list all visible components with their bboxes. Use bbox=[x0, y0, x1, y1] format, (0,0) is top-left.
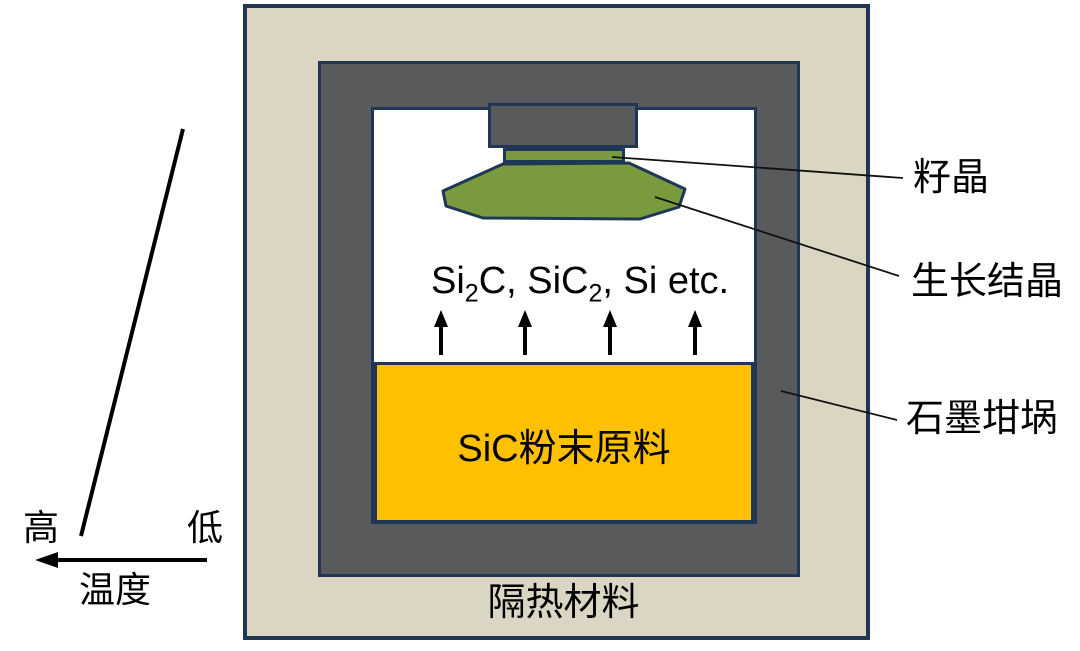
sic-powder-charge bbox=[374, 362, 754, 523]
temperature-axis-arrow-head bbox=[35, 552, 58, 568]
grown-crystal bbox=[441, 161, 687, 221]
growth-crystal-label: 生长结晶 bbox=[911, 261, 1064, 303]
temp-high-label: 高 bbox=[23, 507, 60, 548]
sic-powder-label-box: SiC粉末原料 bbox=[375, 362, 753, 522]
vapor-arrow-head bbox=[688, 310, 702, 327]
leader-line-crucible bbox=[780, 390, 898, 421]
vapor-arrow-head bbox=[518, 310, 532, 327]
seed-crystal-strip bbox=[503, 148, 625, 163]
formula-part: Si bbox=[431, 260, 465, 302]
formula-part: , Si etc. bbox=[602, 260, 730, 302]
vapor-arrows bbox=[434, 310, 702, 355]
seed-holder bbox=[488, 103, 638, 148]
leader-line-growth-crystal bbox=[654, 196, 900, 277]
vapor-arrow-head bbox=[434, 310, 448, 327]
sic-powder-label: SiC粉末原料 bbox=[457, 428, 671, 470]
temperature-label: 温度 bbox=[79, 569, 152, 610]
formula-subscript: 2 bbox=[588, 279, 603, 308]
formula-subscript: 2 bbox=[464, 279, 479, 308]
graphite-crucible-label: 石墨坩埚 bbox=[906, 398, 1059, 440]
insulation-label-box: 隔热材料 bbox=[252, 584, 875, 622]
temperature-gradient-line bbox=[79, 128, 185, 537]
formula-part: C, SiC bbox=[478, 260, 589, 302]
seed-label: 籽晶 bbox=[913, 157, 990, 199]
insulation-label: 隔热材料 bbox=[487, 582, 640, 624]
vapor-arrow-head bbox=[603, 310, 617, 327]
leader-line-seed bbox=[611, 156, 904, 179]
temperature-axis-arrow bbox=[35, 552, 207, 568]
temp-low-label: 低 bbox=[187, 507, 224, 548]
vapor-species-formula: Si2C, SiC2, Si etc. bbox=[431, 262, 729, 307]
